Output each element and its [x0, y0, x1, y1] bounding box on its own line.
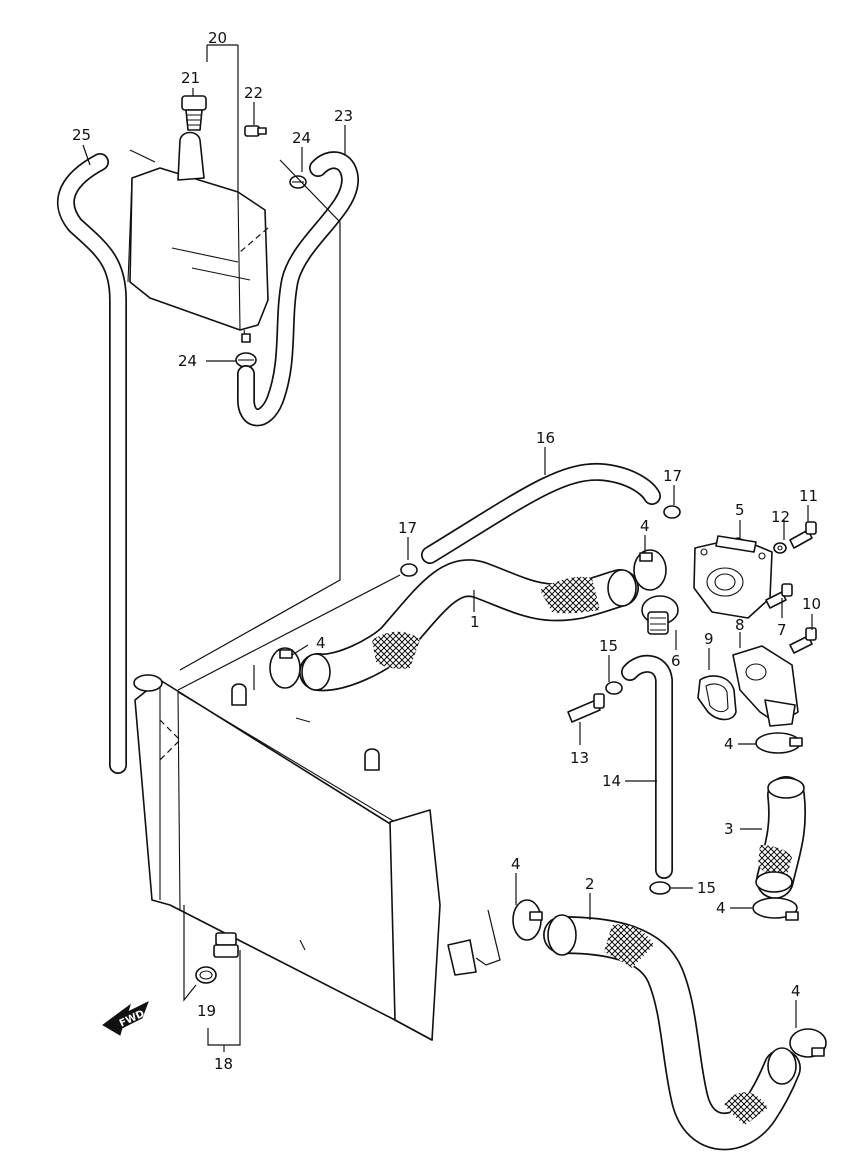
callout-2: 2: [585, 875, 595, 893]
small-clamp: [605, 681, 623, 695]
tank-cap: [181, 95, 207, 131]
reference-lines: [129, 149, 501, 1002]
bolt-11: [789, 521, 817, 549]
reservoir-tank: [127, 131, 269, 343]
radiator-core: [133, 674, 477, 1041]
callout-24: 24: [178, 352, 197, 370]
gasket-9: [697, 675, 737, 721]
callout-leaders: [82, 44, 813, 1052]
callout-12: 12: [771, 508, 790, 526]
callouts: 20 21 22 23 24 25 24 16 17 11 5 12 17 4 …: [72, 29, 821, 1073]
tank-hose-23: [237, 151, 359, 427]
callout-6: 6: [671, 652, 681, 670]
callout-14: 14: [602, 772, 621, 790]
small-clamp: [400, 563, 418, 577]
callout-20: 20: [208, 29, 227, 47]
callout-4: 4: [791, 982, 801, 1000]
bolt-10: [789, 627, 817, 654]
callout-18: 18: [214, 1055, 233, 1073]
callout-4: 4: [511, 855, 521, 873]
hose-clamp: [633, 549, 667, 591]
bypass-hose-16: [421, 462, 661, 564]
tank-clamp-lower: [235, 352, 257, 368]
bolt-7: [765, 583, 793, 609]
overflow-hose-25: [56, 153, 127, 774]
callout-11: 11: [799, 487, 818, 505]
bleed-bolt-13: [567, 693, 605, 723]
callout-13: 13: [570, 749, 589, 767]
callout-17: 17: [663, 467, 682, 485]
hose-clamp: [269, 647, 301, 689]
o-ring-19: [195, 966, 217, 984]
thermostat-cover-5: [693, 535, 773, 619]
callout-19: 19: [197, 1002, 216, 1020]
inlet-hose-1: [299, 559, 639, 692]
hose-14: [621, 654, 673, 879]
small-clamp: [663, 505, 681, 519]
callout-15: 15: [697, 879, 716, 897]
callout-3: 3: [724, 820, 734, 838]
callout-5: 5: [735, 501, 745, 519]
fan-switch-18: [213, 932, 239, 958]
callout-9: 9: [704, 630, 714, 648]
thermostat-6: [641, 595, 679, 635]
callout-7: 7: [777, 621, 787, 639]
callout-22: 22: [244, 84, 263, 102]
tank-clamp-upper: [289, 175, 307, 189]
callout-8: 8: [735, 616, 745, 634]
callout-10: 10: [802, 595, 821, 613]
outlet-hose-2: [543, 914, 801, 1151]
water-outlet-8: [732, 645, 799, 727]
callout-21: 21: [181, 69, 200, 87]
hose-clamp: [752, 897, 799, 921]
callout-25: 25: [72, 126, 91, 144]
hose-clamp: [512, 899, 543, 941]
callout-24: 24: [292, 129, 311, 147]
callout-4: 4: [640, 517, 650, 535]
hose-clamp: [789, 1028, 827, 1058]
tank-bolt: [244, 125, 267, 137]
washer-12: [773, 542, 787, 554]
callout-4: 4: [716, 899, 726, 917]
callout-23: 23: [334, 107, 353, 125]
callout-16: 16: [536, 429, 555, 447]
callout-15: 15: [599, 637, 618, 655]
short-hose-3: [755, 776, 807, 899]
callout-17: 17: [398, 519, 417, 537]
small-clamp: [649, 881, 671, 895]
callout-4: 4: [316, 634, 326, 652]
callout-1: 1: [470, 613, 480, 631]
forward-arrow-icon: FWD: [102, 1000, 149, 1036]
callout-4: 4: [724, 735, 734, 753]
hose-clamp: [755, 732, 803, 754]
